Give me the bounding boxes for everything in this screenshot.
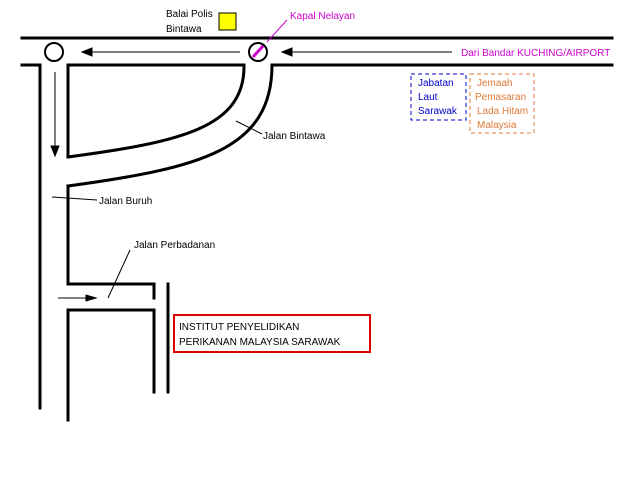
institute-box <box>173 314 371 353</box>
balai-polis-marker <box>218 12 237 31</box>
jemaah-line2: Pemasaran <box>475 92 526 103</box>
leader-jalan-bintawa <box>235 120 263 135</box>
roads <box>20 36 614 422</box>
balai-polis-label-line2: Bintawa <box>166 24 202 35</box>
leader-kapal-nelayan <box>266 19 288 43</box>
jalan-buruh-label: Jalan Buruh <box>99 196 152 207</box>
jalan-bintawa-inner-edge <box>66 63 246 159</box>
west-roundabout <box>44 42 64 62</box>
jabatan-laut-line1: Jabatan <box>418 78 454 89</box>
arrow-from-city-head <box>280 47 293 57</box>
leader-jalan-perbadanan <box>107 249 131 299</box>
jalan-bintawa-label: Jalan Bintawa <box>263 131 326 142</box>
institute-line2: PERIKANAN MALAYSIA SARAWAK <box>179 337 341 348</box>
jemaah-line3: Lada Hitam <box>477 106 528 117</box>
institute-line1: INSTITUT PENYELIDIKAN <box>179 322 299 333</box>
jabatan-laut-line3: Sarawak <box>418 106 458 117</box>
jabatan-laut-box <box>410 73 467 121</box>
jemaah-line1: Jemaah <box>477 78 513 89</box>
kapal-nelayan-marker <box>251 44 265 59</box>
from-city-label: Dari Bandar KUCHING/AIRPORT <box>461 48 610 59</box>
arrow-west-head <box>80 47 93 57</box>
jalan-bintawa-outer-edge <box>66 63 274 188</box>
arrow-south-head <box>50 145 60 158</box>
kapal-nelayan-label: Kapal Nelayan <box>290 11 355 22</box>
arrow-perbadanan-head <box>85 294 98 302</box>
jemaah-box <box>469 73 535 134</box>
arrows <box>50 47 452 302</box>
balai-polis-label-line1: Balai Polis <box>166 9 213 20</box>
jabatan-laut-line2: Laut <box>418 92 438 103</box>
jemaah-line4: Malaysia <box>477 120 517 131</box>
leader-lines <box>51 19 288 299</box>
jalan-perbadanan-label: Jalan Perbadanan <box>134 240 215 251</box>
leader-jalan-buruh <box>51 196 98 201</box>
